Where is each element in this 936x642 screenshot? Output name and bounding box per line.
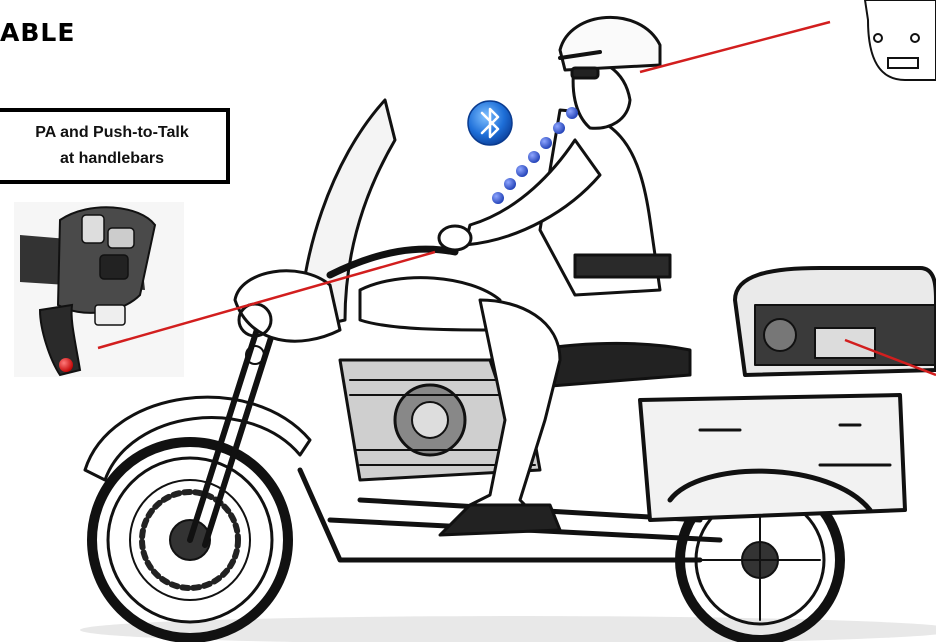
front-wheel bbox=[87, 437, 293, 642]
tour-trunk bbox=[733, 266, 936, 377]
callout-line-2: at handlebars bbox=[59, 150, 165, 167]
ptt-leader-line bbox=[97, 250, 436, 350]
signal-dot bbox=[553, 122, 565, 134]
ptt-callout-box: PA and Push-to-Talk at handlebars bbox=[0, 108, 230, 184]
duty-belt bbox=[573, 253, 672, 279]
page-title: ABLE bbox=[0, 18, 76, 47]
signal-dot bbox=[528, 151, 540, 163]
handlebar-control-inset bbox=[14, 202, 184, 377]
motorcycle-illustration bbox=[83, 98, 936, 642]
helmet-leader-line bbox=[639, 20, 831, 74]
fuel-tank bbox=[358, 276, 502, 332]
bluetooth-link bbox=[467, 100, 578, 204]
push-to-talk-button[interactable] bbox=[59, 358, 73, 372]
front-fender bbox=[83, 395, 312, 482]
headlight-nacelle bbox=[233, 269, 342, 343]
helmet-speaker-inset bbox=[863, 0, 936, 81]
leader-lines bbox=[97, 20, 936, 377]
signal-dot bbox=[504, 178, 516, 190]
trunk-leader-line bbox=[844, 338, 936, 377]
handlebar bbox=[326, 245, 459, 279]
callout-line-1: PA and Push-to-Talk bbox=[35, 124, 189, 141]
front-fork bbox=[187, 317, 278, 548]
helmet bbox=[558, 15, 662, 72]
signal-dot bbox=[516, 165, 528, 177]
rider-boot bbox=[438, 503, 562, 537]
signal-dot bbox=[492, 192, 504, 204]
sunglasses bbox=[570, 66, 600, 80]
engine bbox=[338, 358, 542, 482]
signal-dot bbox=[540, 137, 552, 149]
officer-rider bbox=[437, 15, 672, 537]
signal-dot bbox=[566, 107, 578, 119]
rider-hand bbox=[437, 224, 473, 252]
license-plate bbox=[814, 327, 876, 359]
